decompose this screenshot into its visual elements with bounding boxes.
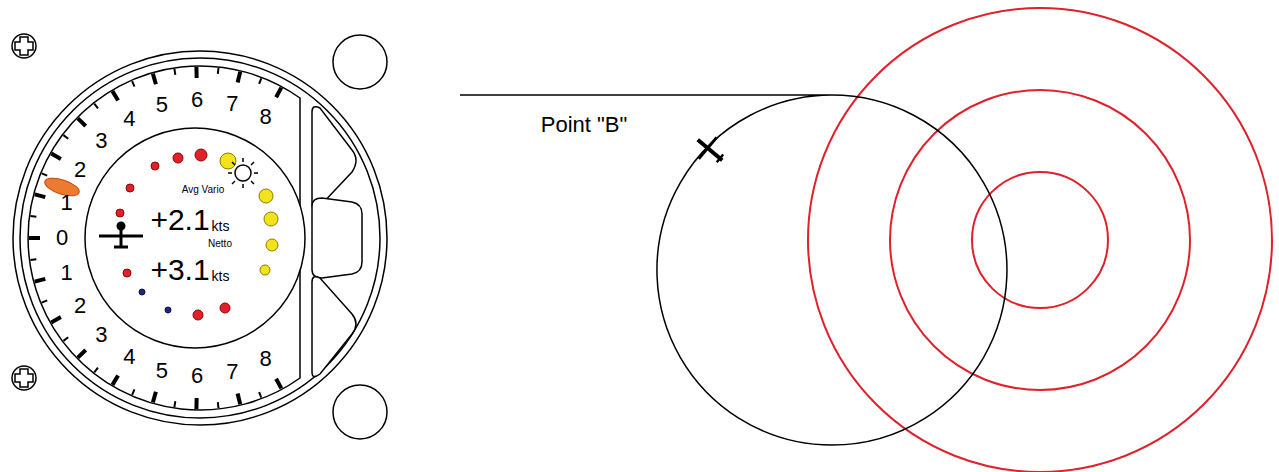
scale-number: 6 (191, 89, 203, 111)
scale-number: 1 (60, 262, 72, 284)
scale-tick (78, 350, 86, 358)
netto-caption: Netto (208, 239, 232, 249)
scale-number: 7 (226, 93, 238, 115)
scale-tick (173, 401, 176, 407)
scale-tick (51, 317, 61, 322)
scale-tick (217, 68, 220, 74)
scale-number: 2 (74, 159, 86, 181)
scale-tick (259, 78, 261, 84)
scale-tick (29, 236, 40, 240)
scale-tick (94, 104, 98, 109)
scale-tick (132, 389, 134, 395)
scale-tick (63, 135, 68, 139)
vario-instrument (12, 34, 387, 439)
scale-tick (173, 69, 176, 75)
scale-tick (132, 81, 134, 87)
scale-number: 8 (260, 348, 272, 370)
scale-number: 3 (95, 324, 107, 346)
scale-number: 6 (191, 365, 203, 387)
scale-tick (194, 398, 198, 409)
scale-number: 4 (123, 346, 135, 368)
scale-tick (153, 74, 156, 85)
scale-tick (217, 402, 220, 408)
scale-tick (112, 91, 118, 100)
scale-tick (42, 173, 48, 175)
scale-tick (78, 118, 86, 126)
scale-tick (29, 236, 40, 240)
scale-number: 8 (260, 106, 272, 128)
scale-tick (42, 300, 48, 302)
scale-tick (259, 392, 261, 398)
scale-number: 5 (156, 94, 168, 116)
scale-tick (112, 375, 118, 384)
scale-number: 7 (226, 361, 238, 383)
scale-tick (35, 194, 46, 197)
scale-tick (153, 392, 156, 403)
scale-tick (276, 379, 281, 389)
glider-icon (689, 129, 732, 171)
scale-tick (238, 72, 241, 83)
avg-vario-caption: Avg Vario (182, 185, 224, 195)
scale-tick (276, 88, 281, 98)
netto-value: +3.1 (150, 255, 209, 285)
thermal-rings (808, 8, 1272, 472)
scale-tick (51, 154, 61, 159)
unit-label: kts (212, 219, 230, 233)
point-label: Point "B" (541, 114, 628, 136)
scale-number: 3 (95, 130, 107, 152)
scale-tick (30, 258, 36, 261)
scale-tick (194, 67, 198, 78)
scale-tick (30, 215, 36, 218)
scale-number: 4 (123, 108, 135, 130)
scale-number: 1 (60, 192, 72, 214)
glider-symbol (99, 223, 143, 247)
scale-tick (35, 279, 46, 282)
flight-path (460, 95, 1007, 445)
scale-ticks (29, 67, 281, 409)
scale-tick (238, 394, 241, 405)
scale-number: 5 (156, 360, 168, 382)
scale-number: 2 (74, 295, 86, 317)
sun-icon (228, 158, 258, 188)
scale-tick (63, 337, 68, 341)
unit-label: kts (212, 269, 230, 283)
scale-number: 0 (56, 227, 68, 249)
avg-vario-value: +2.1 (150, 205, 209, 235)
led-ring (116, 149, 278, 320)
scale-tick (94, 368, 98, 373)
